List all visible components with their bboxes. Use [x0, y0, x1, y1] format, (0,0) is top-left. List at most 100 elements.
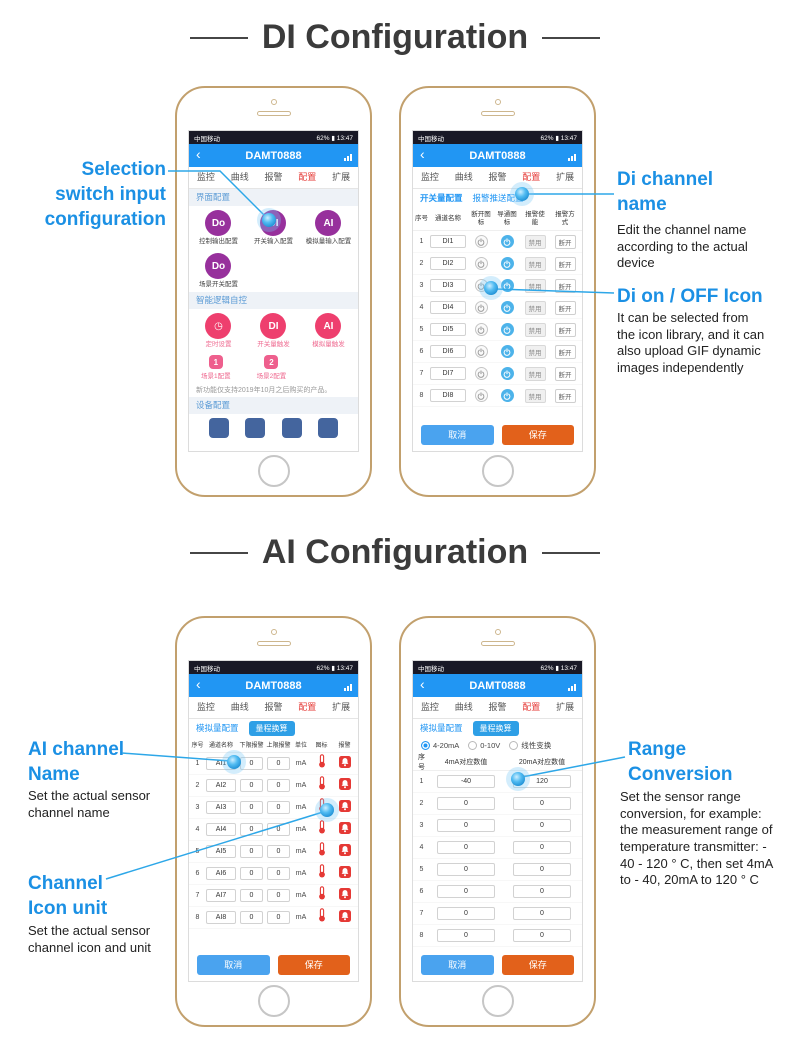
value-4ma-input[interactable]: 0	[437, 929, 495, 942]
tab-config[interactable]: 配置	[298, 172, 317, 182]
thermometer-icon[interactable]	[317, 798, 327, 817]
low-alarm-input[interactable]: 0	[240, 867, 263, 880]
alarm-mode-badge[interactable]: 断开	[554, 300, 576, 315]
low-alarm-input[interactable]: 0	[240, 823, 263, 836]
config-item[interactable]: Do 控制输出配置	[191, 210, 246, 246]
high-alarm-input[interactable]: 0	[267, 911, 290, 924]
channel-name-input[interactable]: DI6	[430, 345, 466, 358]
alarm-bell-icon[interactable]	[338, 909, 351, 927]
scene-config-item[interactable]: 1 场景1配置	[201, 355, 231, 380]
back-button[interactable]: ‹	[420, 676, 425, 692]
power-off-icon[interactable]	[474, 389, 488, 402]
low-alarm-input[interactable]: 0	[240, 757, 263, 770]
alarm-mode-badge[interactable]: 断开	[554, 344, 576, 359]
cancel-button[interactable]: 取消	[421, 425, 494, 445]
value-20ma-input[interactable]: 0	[513, 885, 571, 898]
power-on-icon[interactable]	[500, 323, 514, 336]
thermometer-icon[interactable]	[317, 908, 327, 927]
scene-config-item[interactable]: 2 场景2配置	[257, 355, 286, 380]
alarm-mode-badge[interactable]: 断开	[554, 366, 576, 381]
value-20ma-input[interactable]: 0	[513, 907, 571, 920]
high-alarm-input[interactable]: 0	[267, 867, 290, 880]
back-button[interactable]: ‹	[196, 146, 201, 162]
channel-name-input[interactable]: AI4	[206, 823, 236, 836]
power-on-icon[interactable]	[500, 301, 514, 314]
radio-linear-transform[interactable]: 线性变换	[509, 740, 551, 751]
channel-name-input[interactable]: AI6	[206, 867, 236, 880]
value-20ma-input[interactable]: 0	[513, 863, 571, 876]
alarm-mode-badge[interactable]: 断开	[554, 234, 576, 249]
save-button[interactable]: 保存	[501, 425, 574, 445]
subtab-range-conversion[interactable]: 量程换算	[472, 720, 519, 736]
power-off-icon[interactable]	[474, 367, 488, 380]
channel-name-input[interactable]: DI3	[430, 279, 466, 292]
back-button[interactable]: ‹	[420, 146, 425, 162]
power-off-icon[interactable]	[474, 235, 488, 248]
subtab-analog-config[interactable]: 模拟量配置	[196, 723, 239, 733]
value-20ma-input[interactable]: 0	[513, 929, 571, 942]
tab-monitor[interactable]: 监控	[196, 702, 215, 712]
channel-name-input[interactable]: AI5	[206, 845, 236, 858]
tab-curve[interactable]: 曲线	[230, 702, 249, 712]
value-20ma-input[interactable]: 120	[513, 775, 571, 788]
low-alarm-input[interactable]: 0	[240, 911, 263, 924]
thermometer-icon[interactable]	[317, 842, 327, 861]
tab-curve[interactable]: 曲线	[454, 172, 473, 182]
power-on-icon[interactable]	[500, 367, 514, 380]
alarm-enable-badge[interactable]: 禁用	[524, 322, 546, 337]
cancel-button[interactable]: 取消	[197, 955, 270, 975]
tab-monitor[interactable]: 监控	[420, 172, 439, 182]
alarm-bell-icon[interactable]	[338, 777, 351, 795]
thermometer-icon[interactable]	[317, 820, 327, 839]
tab-curve[interactable]: 曲线	[230, 172, 249, 182]
alarm-bell-icon[interactable]	[338, 755, 351, 773]
value-4ma-input[interactable]: 0	[437, 863, 495, 876]
tab-alarm[interactable]: 报警	[488, 702, 507, 712]
low-alarm-input[interactable]: 0	[240, 779, 263, 792]
power-on-icon[interactable]	[500, 389, 514, 402]
tab-config[interactable]: 配置	[522, 702, 541, 712]
alarm-enable-badge[interactable]: 禁用	[524, 278, 546, 293]
channel-name-input[interactable]: AI1	[206, 757, 236, 770]
high-alarm-input[interactable]: 0	[267, 889, 290, 902]
power-on-icon[interactable]	[500, 345, 514, 358]
channel-name-input[interactable]: DI5	[430, 323, 466, 336]
alarm-mode-badge[interactable]: 断开	[554, 278, 576, 293]
low-alarm-input[interactable]: 0	[240, 845, 263, 858]
tab-alarm[interactable]: 报警	[488, 172, 507, 182]
config-item[interactable]: AI 模拟量输入配置	[301, 210, 356, 246]
tab-monitor[interactable]: 监控	[420, 702, 439, 712]
value-20ma-input[interactable]: 0	[513, 841, 571, 854]
channel-name-input[interactable]: DI4	[430, 301, 466, 314]
device-icon[interactable]	[281, 418, 302, 439]
thermometer-icon[interactable]	[317, 864, 327, 883]
subtab-di-config[interactable]: 开关量配置	[420, 193, 463, 203]
power-on-icon[interactable]	[500, 235, 514, 248]
save-button[interactable]: 保存	[277, 955, 350, 975]
cancel-button[interactable]: 取消	[421, 955, 494, 975]
config-item[interactable]: DI 开关输入配置	[246, 210, 301, 246]
power-on-icon[interactable]	[500, 279, 514, 292]
device-icon[interactable]	[209, 418, 230, 439]
subtab-alarm-push-config[interactable]: 报警推送配置	[472, 193, 524, 203]
value-4ma-input[interactable]: 0	[437, 819, 495, 832]
channel-name-input[interactable]: DI8	[430, 389, 466, 402]
back-button[interactable]: ‹	[196, 676, 201, 692]
alarm-bell-icon[interactable]	[338, 843, 351, 861]
device-icon[interactable]	[317, 418, 338, 439]
alarm-bell-icon[interactable]	[338, 821, 351, 839]
subtab-range-conversion[interactable]: 量程换算	[248, 720, 295, 736]
value-4ma-input[interactable]: 0	[437, 907, 495, 920]
low-alarm-input[interactable]: 0	[240, 889, 263, 902]
logic-item[interactable]: DI 开关量触发	[246, 313, 301, 349]
alarm-enable-badge[interactable]: 禁用	[524, 256, 546, 271]
power-off-icon[interactable]	[474, 257, 488, 270]
alarm-enable-badge[interactable]: 禁用	[524, 234, 546, 249]
channel-name-input[interactable]: DI7	[430, 367, 466, 380]
value-20ma-input[interactable]: 0	[513, 797, 571, 810]
power-off-icon[interactable]	[474, 345, 488, 358]
tab-expand[interactable]: 扩展	[332, 172, 351, 182]
high-alarm-input[interactable]: 0	[267, 801, 290, 814]
power-off-icon[interactable]	[474, 323, 488, 336]
tab-expand[interactable]: 扩展	[556, 702, 575, 712]
